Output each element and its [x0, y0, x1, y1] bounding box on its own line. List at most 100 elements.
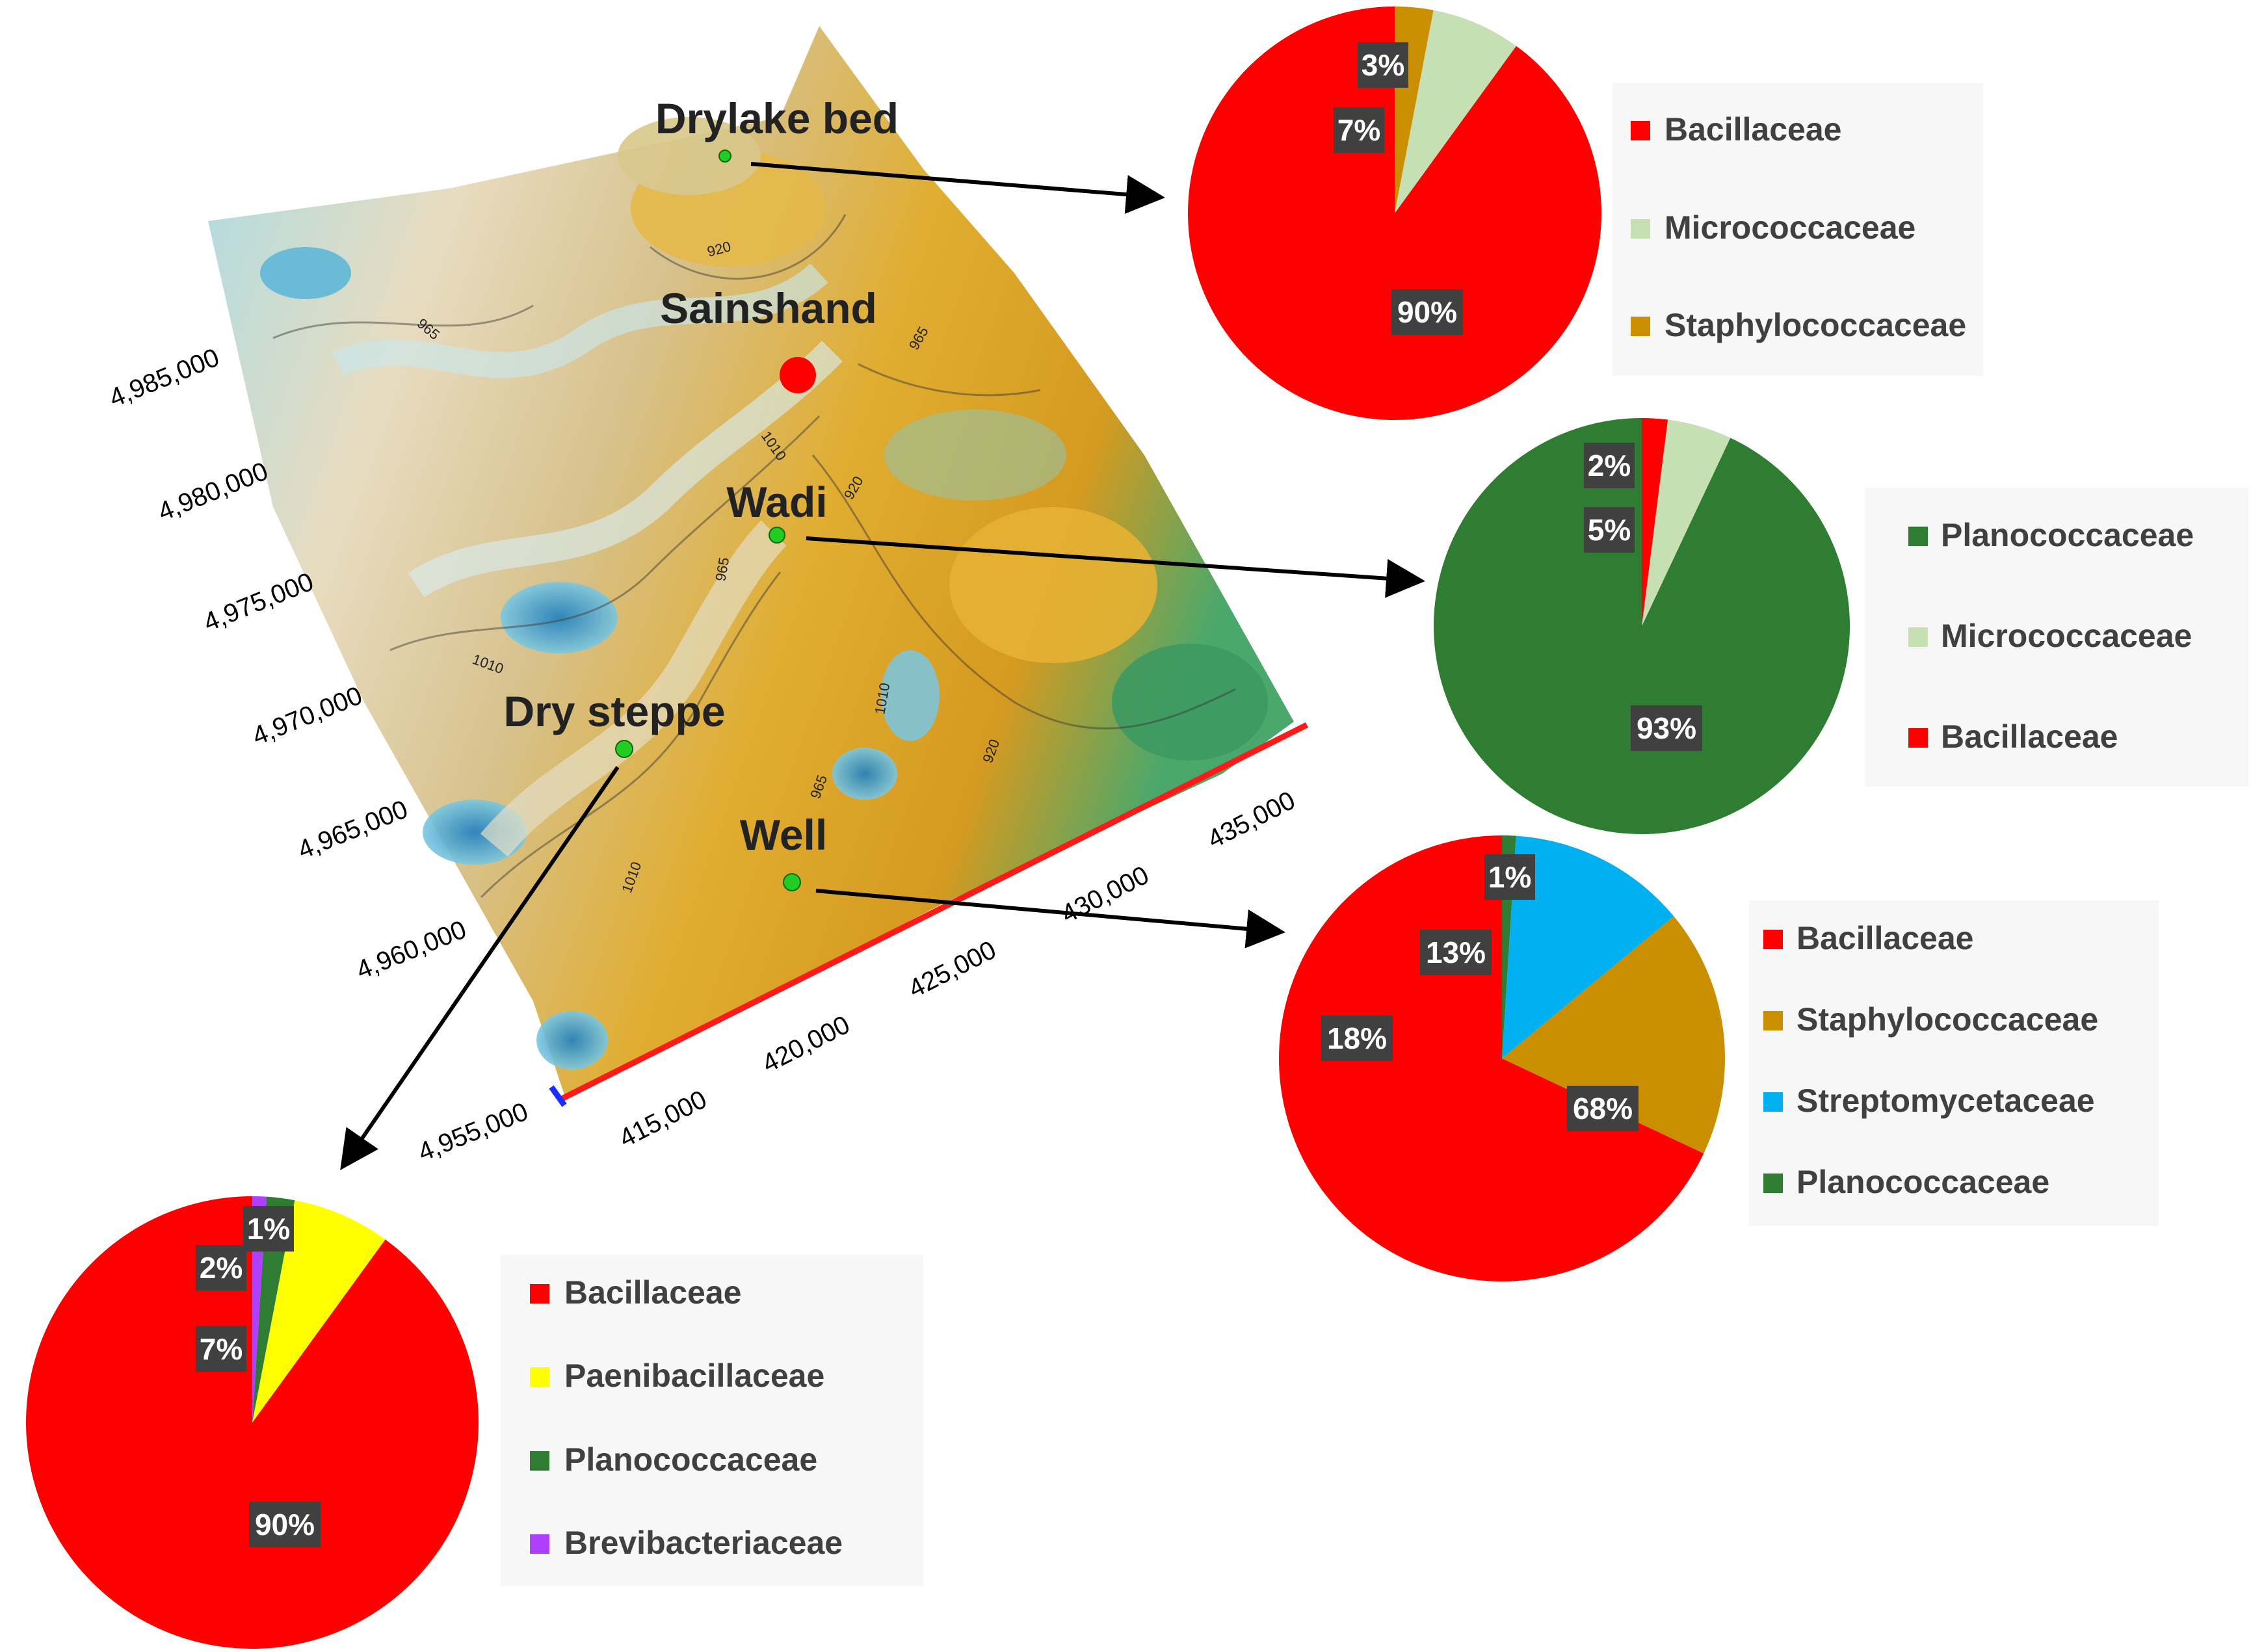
- easting-tick-label: 420,000: [757, 1010, 854, 1079]
- legend-swatch: [1631, 317, 1650, 336]
- data-label: 1%: [247, 1212, 290, 1246]
- data-label-background: [1420, 930, 1492, 975]
- pie-chart-well: 68% 18% 13% 1%: [1279, 835, 1726, 1282]
- site-label-well: Well: [740, 811, 827, 859]
- legend-swatch: [1908, 627, 1928, 647]
- site-label-wadi: Wadi: [726, 478, 827, 526]
- legend-label: Staphylococcaceae: [1797, 1001, 2098, 1038]
- site-markers: [615, 150, 816, 891]
- legend-well: Bacillaceae Staphylococcaceae Streptomyc…: [1749, 900, 2159, 1226]
- data-label-background: [1584, 443, 1635, 488]
- pie-slice: [1395, 10, 1516, 213]
- legend-label: Brevibacteriaceae: [564, 1525, 843, 1561]
- connector-arrows: [340, 162, 1425, 1170]
- data-label-background: [249, 1502, 321, 1547]
- legend-label: Planococcaceae: [564, 1441, 817, 1478]
- northing-tick-label: 4,965,000: [294, 795, 412, 865]
- legend-swatch: [1763, 1092, 1783, 1112]
- data-label: 3%: [1362, 48, 1404, 82]
- data-label-background: [1584, 507, 1635, 553]
- data-label: 7%: [200, 1332, 243, 1366]
- data-label: 7%: [1337, 113, 1380, 147]
- site-marker-wadi: [769, 527, 785, 544]
- legend-swatch: [530, 1451, 549, 1471]
- easting-tick-label: 415,000: [614, 1085, 711, 1153]
- legend-swatch: [1763, 1011, 1783, 1030]
- easting-axis-line: [557, 722, 1309, 1103]
- pie-slice: [1502, 835, 1674, 1058]
- data-label: 90%: [1397, 295, 1457, 329]
- pie-slice: [1642, 418, 1668, 626]
- data-label-background: [196, 1245, 246, 1291]
- data-label: 90%: [255, 1508, 315, 1541]
- legend-label: Paenibacillaceae: [564, 1357, 824, 1394]
- legend-panel: [501, 1255, 923, 1586]
- data-label: 5%: [1588, 513, 1631, 547]
- site-marker-sainshand: [780, 357, 816, 393]
- northing-tick-label: 4,975,000: [200, 568, 317, 637]
- site-labels: Drylake bed Sainshand Wadi Dry steppe We…: [503, 94, 899, 859]
- data-label: 93%: [1637, 711, 1696, 745]
- data-label-background: [1321, 1016, 1393, 1061]
- legend-swatch: [530, 1367, 549, 1387]
- northing-tick-label: 4,960,000: [352, 915, 470, 985]
- pie-slice: [252, 1200, 386, 1423]
- legend-swatch: [1908, 728, 1928, 748]
- legend-panel: [1612, 83, 1983, 376]
- arrow-wadi: [806, 536, 1425, 598]
- legend-swatch: [1763, 930, 1783, 949]
- legend-label: Bacillaceae: [564, 1274, 741, 1311]
- data-label-background: [1358, 42, 1408, 88]
- legend-dry-steppe: Bacillaceae Paenibacillaceae Planococcac…: [501, 1255, 923, 1586]
- arrow-dry-steppe: [340, 766, 620, 1170]
- legend-swatch: [1908, 527, 1928, 546]
- terrain-details: [260, 117, 1268, 1069]
- site-label-drylake-bed: Drylake bed: [655, 94, 899, 142]
- legend-drylake-bed: Bacillaceae Micrococcaceae Staphylococca…: [1612, 83, 1983, 376]
- pie-slice: [26, 1196, 479, 1649]
- legend-panel: [1865, 488, 2248, 787]
- pie-slice: [1502, 916, 1726, 1154]
- legend-label: Bacillaceae: [1665, 111, 1841, 148]
- legend-label: Bacillaceae: [1797, 920, 1973, 956]
- data-label-background: [1567, 1086, 1639, 1131]
- axis-origin-marker: [549, 1085, 567, 1107]
- legend-swatch: [530, 1534, 549, 1554]
- site-marker-drylake-bed: [718, 150, 731, 163]
- legend-wadi: Planococcaceae Micrococcaceae Bacillacea…: [1865, 488, 2248, 787]
- easting-tick-label: 435,000: [1203, 786, 1300, 854]
- legend-label: Micrococcaceae: [1665, 209, 1915, 246]
- data-label-background: [243, 1206, 294, 1252]
- legend-label: Streptomycetaceae: [1797, 1082, 2095, 1119]
- data-label: 2%: [200, 1251, 243, 1285]
- data-label: 68%: [1573, 1092, 1633, 1125]
- easting-tick-label: 425,000: [904, 936, 1001, 1004]
- data-label-background: [1391, 289, 1463, 335]
- legend-label: Bacillaceae: [1941, 718, 2118, 755]
- northing-tick-label: 4,980,000: [154, 457, 272, 527]
- pie-slice: [1279, 835, 1704, 1282]
- data-label-background: [1334, 107, 1384, 153]
- site-marker-dry-steppe: [615, 740, 633, 758]
- legend-panel: [1749, 900, 2159, 1226]
- northing-tick-label: 4,970,000: [248, 681, 366, 751]
- northing-tick-label: 4,955,000: [414, 1097, 532, 1167]
- legend-swatch: [1631, 121, 1650, 140]
- data-label: 18%: [1327, 1021, 1387, 1055]
- pie-chart-drylake-bed: 90% 7% 3%: [1188, 7, 1602, 421]
- arrow-drylake-bed: [750, 162, 1165, 214]
- legend-swatch: [1763, 1173, 1783, 1193]
- data-label-background: [196, 1326, 246, 1372]
- legend-label: Staphylococcaceae: [1665, 307, 1966, 343]
- pie-slice: [1188, 7, 1602, 421]
- legend-swatch: [1631, 219, 1650, 239]
- data-label: 13%: [1426, 936, 1486, 969]
- data-label-background: [1631, 705, 1702, 751]
- data-label: 1%: [1488, 860, 1531, 894]
- terrain-map: 920 965 965 1010 920 965 1010 1010 920 9…: [105, 26, 1425, 1170]
- legend-label: Planococcaceae: [1797, 1164, 2049, 1200]
- site-label-dry-steppe: Dry steppe: [503, 687, 725, 735]
- site-label-sainshand: Sainshand: [660, 284, 877, 332]
- legend-label: Planococcaceae: [1941, 517, 2194, 553]
